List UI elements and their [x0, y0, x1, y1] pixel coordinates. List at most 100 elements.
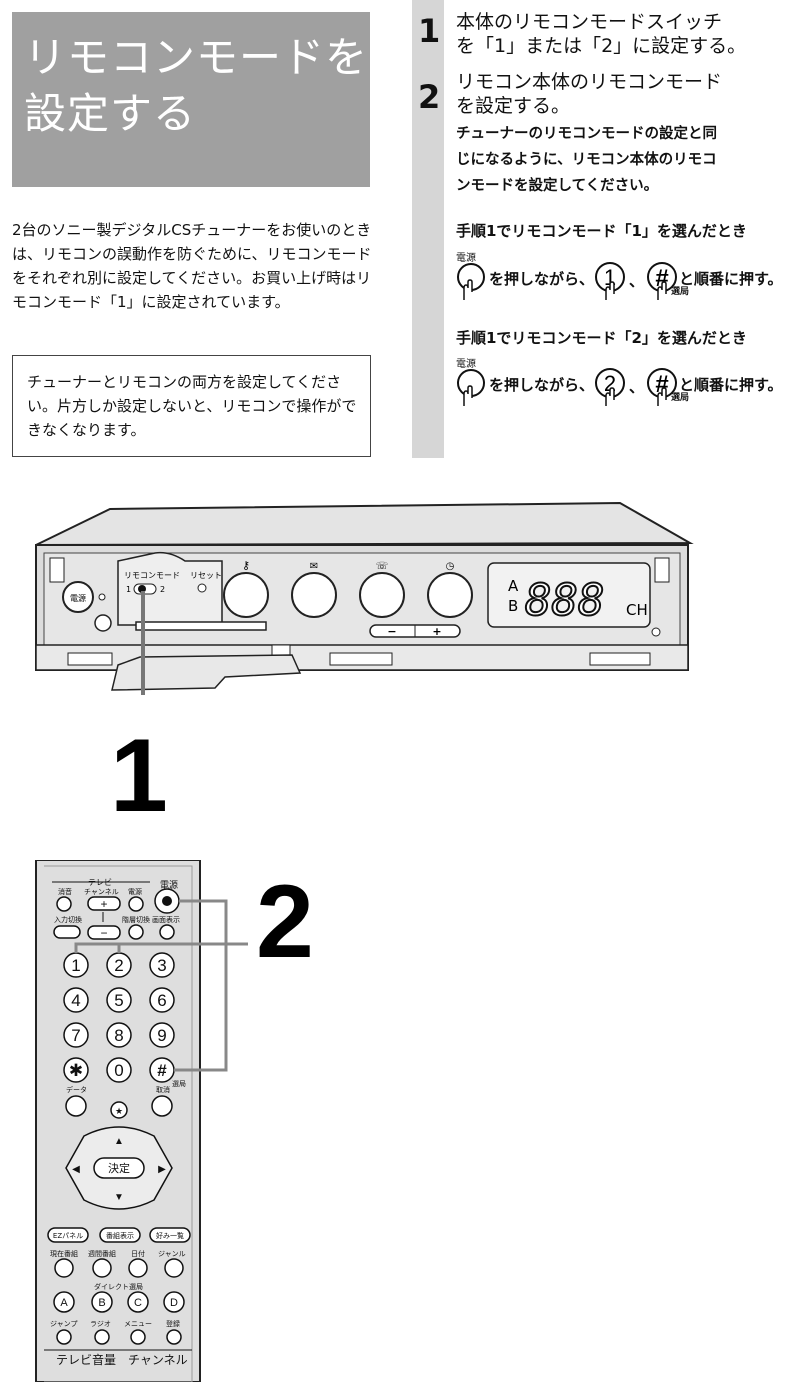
svg-text:◷: ◷: [446, 561, 455, 572]
remote-callout-number: 2: [256, 864, 314, 980]
title-line1: リモコンモードを: [24, 33, 369, 82]
step-1-title-line2: を「1」または「2」に設定する。: [456, 35, 747, 57]
display-digits: 888: [525, 575, 604, 626]
svg-text:8: 8: [114, 1026, 123, 1045]
remote-hash-sublabel: 選局: [172, 1079, 186, 1088]
remote-key-9: [149, 1022, 175, 1048]
remote-tv-group-label: テレビ: [88, 878, 112, 887]
remote-jump-label: ジャンプ: [50, 1320, 77, 1328]
svg-text:B: B: [98, 1297, 105, 1309]
remote-key-4: [63, 987, 89, 1013]
remote-tv-power-label: 電源: [128, 887, 142, 896]
svg-text:4: 4: [71, 991, 80, 1010]
svg-text:★: ★: [115, 1106, 123, 1116]
svg-text:▼: ▼: [114, 1192, 124, 1203]
display-unit-label: CH: [626, 601, 648, 619]
case-1-label: 手順1でリモコンモード「1」を選んだとき: [456, 222, 747, 240]
power-button-icon: [457, 369, 485, 406]
remote-menu-label: メニュー: [124, 1320, 152, 1328]
hash-key-icon: #: [647, 262, 677, 300]
mail-button: [291, 572, 337, 618]
remote-control: .lbl { font-family: "DejaVu Sans", sans-…: [35, 860, 248, 1382]
svg-text:5: 5: [114, 991, 123, 1010]
device-mode-2-label: 2: [160, 585, 165, 594]
svg-text:▶: ▶: [158, 1164, 166, 1175]
remote-mux-label: 階層切換: [122, 915, 150, 924]
case-2-press-row: を押しながら、 2 、 # 選局 と順番に押す。: [455, 368, 785, 408]
remote-radio-label: ラジオ: [90, 1320, 111, 1328]
svg-text:⚷: ⚷: [242, 559, 250, 572]
step-2-title: リモコン本体のリモコンモード を設定する。: [456, 70, 722, 118]
title-line2: 設定する: [24, 89, 197, 138]
note-text: チューナーとリモコンの両方を設定してください。片方しか設定しないと、リモコンで操…: [27, 373, 357, 439]
remote-genre-label: ジャンル: [158, 1250, 186, 1258]
svg-text:+: +: [100, 897, 107, 911]
remote-key-8: [106, 1022, 132, 1048]
case-1-separator: 、: [629, 272, 645, 290]
note-box: チューナーとリモコンの両方を設定してください。片方しか設定しないと、リモコンで操…: [12, 355, 371, 457]
case-2-separator: 、: [629, 378, 645, 396]
svg-text:6: 6: [157, 991, 166, 1010]
channel-plus-label: +: [432, 625, 441, 638]
remote-register-label: 登録: [166, 1319, 180, 1328]
front-display: [487, 562, 651, 628]
remote-tv-volume-label: テレビ音量: [56, 1352, 116, 1367]
case-2-press-text: を押しながら、: [489, 376, 595, 394]
svg-text:✉: ✉: [310, 561, 318, 572]
remote-weekly-label: 週間番組: [88, 1249, 116, 1258]
remote-now-label: 現在番組: [50, 1249, 78, 1258]
case-1-end-text: と順番に押す。: [679, 270, 783, 288]
case-1-power-label: 電源: [456, 253, 476, 264]
remote-channel-label: チャンネル: [84, 888, 119, 896]
remote-channel-bottom-label: チャンネル: [128, 1353, 188, 1367]
svg-text:7: 7: [71, 1026, 80, 1045]
remote-key-6: [149, 987, 175, 1013]
intro-text: 2台のソニー製デジタルCSチューナーをお使いのときは、リモコンの誤動作を防ぐため…: [12, 221, 372, 311]
remote-power-label: 電源: [160, 880, 178, 891]
svg-text:◀: ◀: [72, 1164, 80, 1175]
remote-key-0: [106, 1057, 132, 1083]
display-b-label: B: [508, 597, 518, 615]
remote-favorites-label: 好み一覧: [156, 1231, 184, 1240]
display-a-label: A: [508, 577, 519, 595]
title-box: リモコンモードを 設定する: [12, 12, 370, 187]
remote-direct-label: ダイレクト選局: [94, 1282, 143, 1291]
svg-text:▲: ▲: [114, 1136, 124, 1147]
page-title: リモコンモードを 設定する: [24, 30, 368, 142]
remote-enter-button: [93, 1157, 145, 1179]
device-power-button: [62, 581, 94, 613]
power-button-icon: [457, 263, 485, 300]
step-2-body-line1: チューナーのリモコンモードの設定と同: [456, 126, 717, 142]
step-2-title-line1: リモコン本体のリモコンモード: [456, 71, 723, 93]
case-2-end-text: と順番に押す。: [679, 376, 783, 394]
remote-key-3: [149, 952, 175, 978]
step-2-body-line2: じになるように、リモコン本体のリモコ: [456, 152, 717, 168]
remote-input-label: 入力切換: [54, 915, 82, 924]
remote-display-label: 画面表示: [152, 915, 180, 924]
svg-text:✱: ✱: [69, 1061, 83, 1080]
key-1-icon: 1: [595, 262, 625, 300]
remote-key-star: [63, 1057, 89, 1083]
svg-text:C: C: [134, 1297, 142, 1309]
svg-text:A: A: [60, 1297, 68, 1309]
case-2-label: 手順1でリモコンモード「2」を選んだとき: [456, 329, 747, 347]
svg-text:#: #: [157, 1061, 167, 1080]
device-remote-mode-label: リモコンモード: [124, 571, 180, 580]
device-mode-1-label: 1: [126, 585, 131, 594]
svg-text:1: 1: [71, 956, 80, 975]
step-1-number: 1: [418, 12, 441, 50]
key-button: [223, 572, 269, 618]
device-reset-label: リセット: [190, 571, 222, 580]
remote-ez-panel-label: EZパネル: [53, 1232, 83, 1240]
svg-text:3: 3: [157, 956, 166, 975]
remote-mute-label: 消音: [58, 887, 72, 896]
svg-text:9: 9: [157, 1026, 166, 1045]
remote-key-5: [106, 987, 132, 1013]
channel-minus-label: −: [387, 625, 396, 638]
tuner-front-panel: 電源 リモコンモード 1 2 リセット ⚷ ✉ ☏ ◷ − + A B 888 …: [35, 501, 694, 695]
svg-text:2: 2: [114, 956, 123, 975]
case-2-hash-sublabel: 選局: [671, 393, 690, 403]
reset-button: [197, 583, 207, 593]
remote-program-table-label: 番組表示: [106, 1231, 134, 1240]
case-1-hash-sublabel: 選局: [671, 287, 690, 297]
